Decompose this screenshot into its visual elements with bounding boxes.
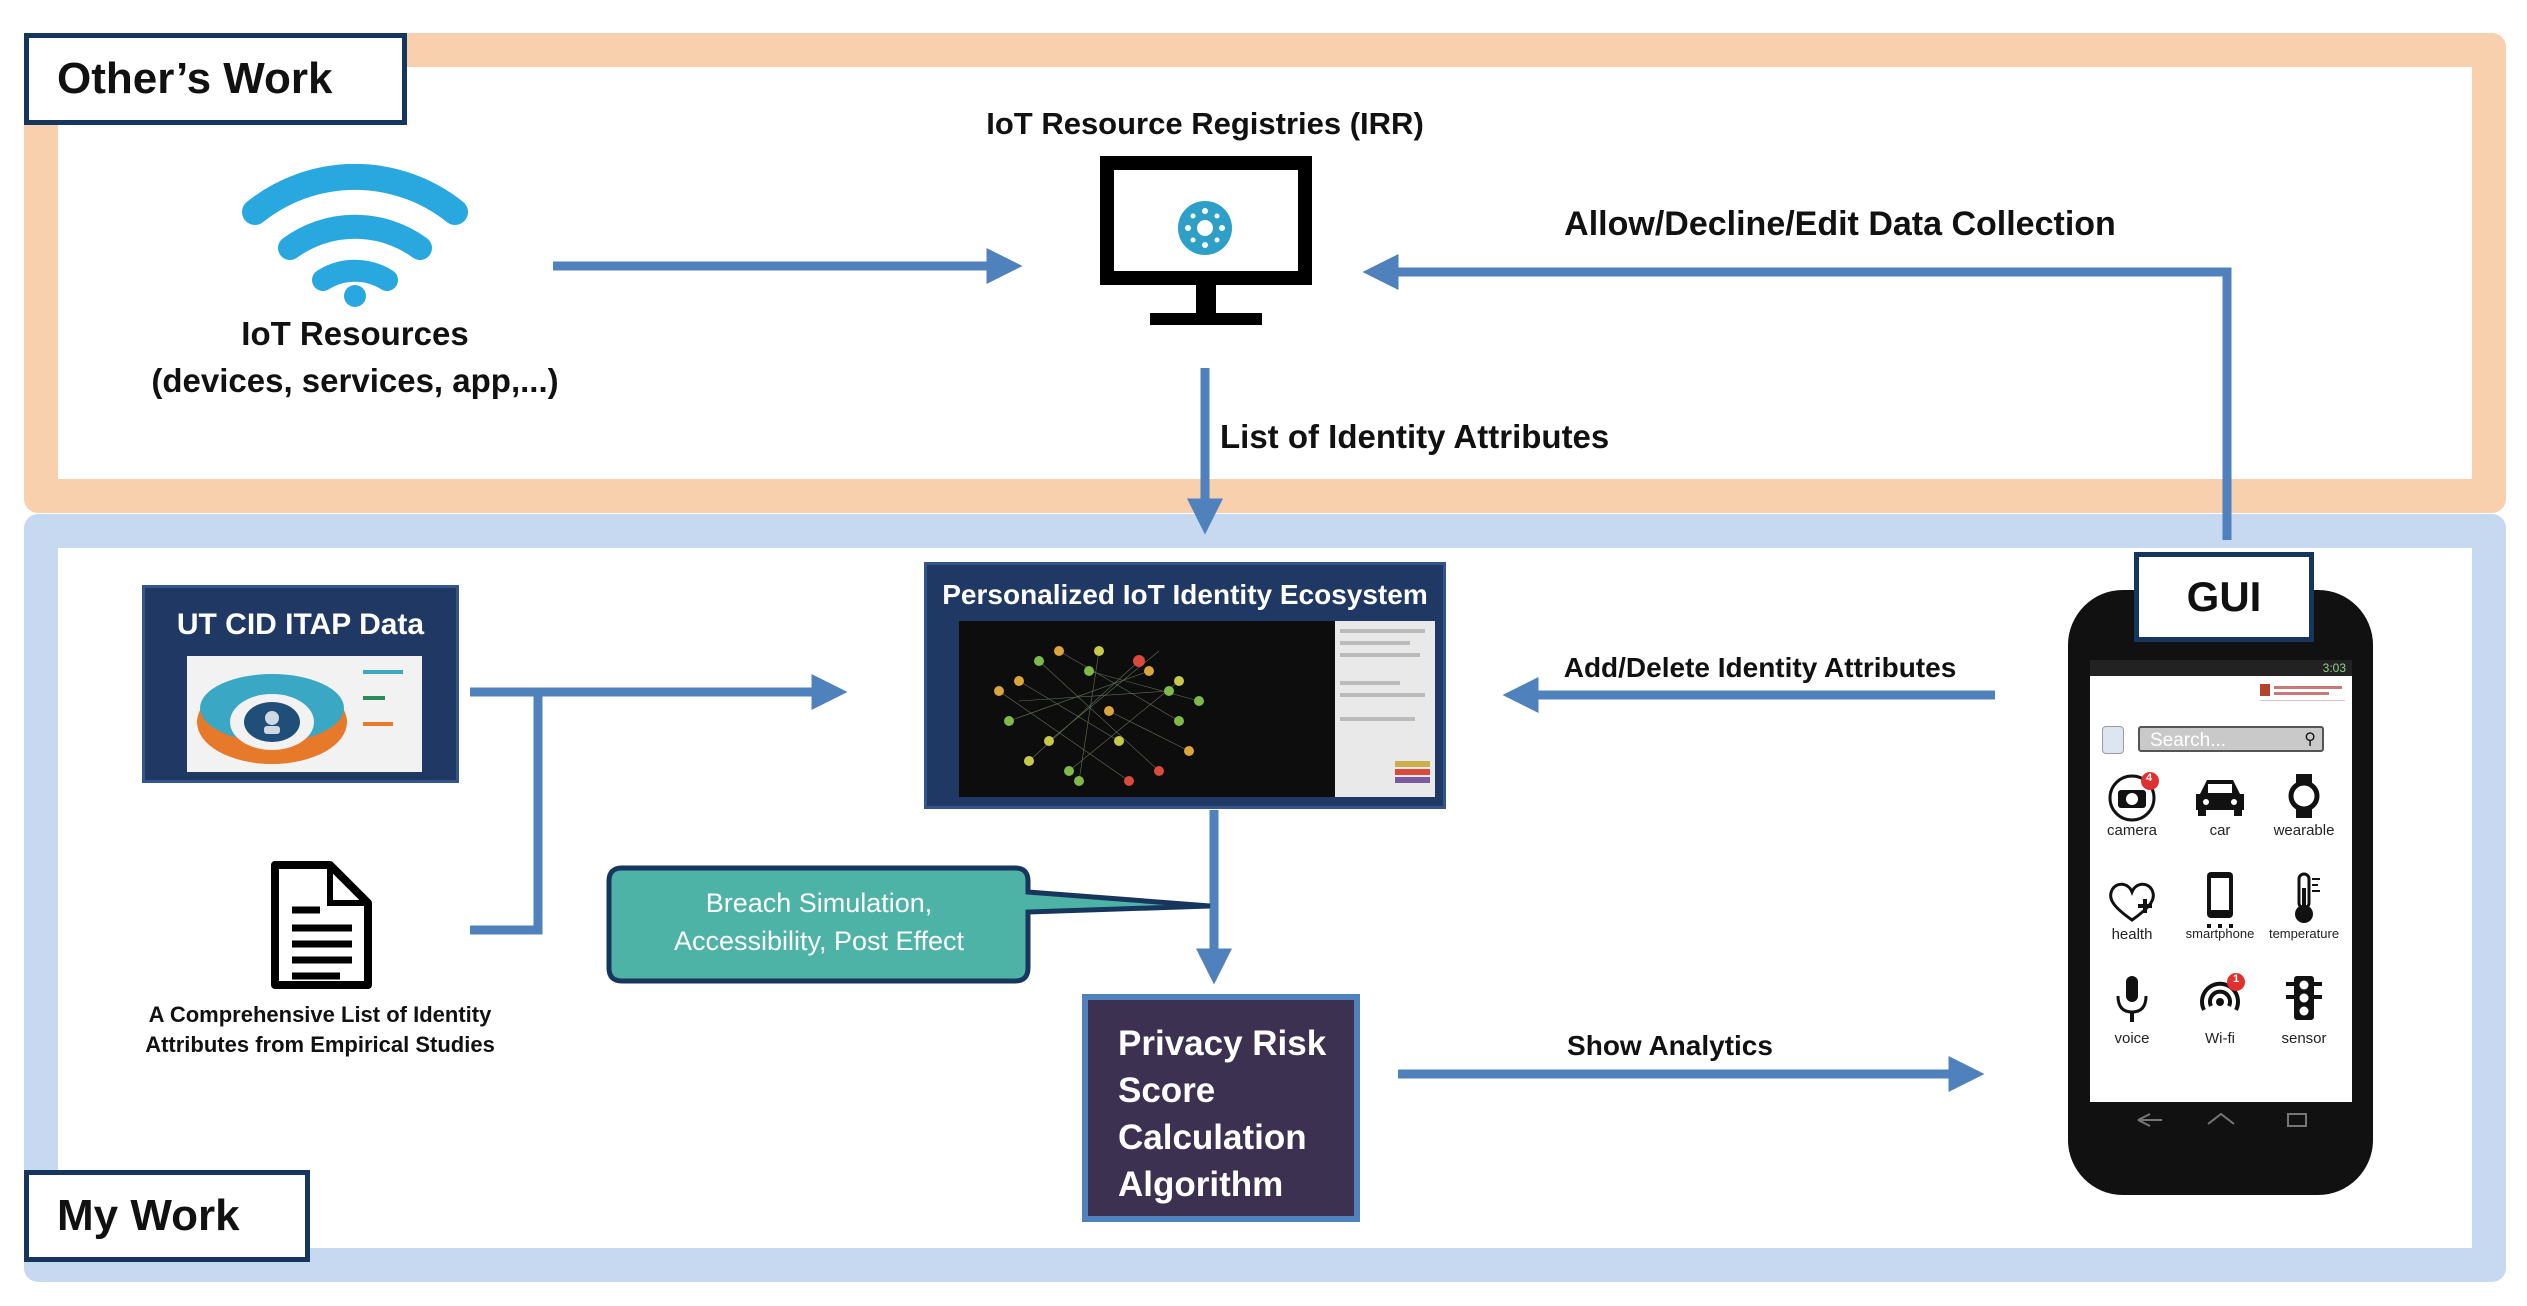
privacy-risk-box: Privacy Risk Score Calculation Algorithm: [1082, 994, 1360, 1222]
arrow-gui-to-irr: [1362, 254, 2232, 540]
privacy-line4: Algorithm: [1118, 1165, 1284, 1204]
watch-icon: [2288, 774, 2320, 818]
document-caption-line2: Attributes from Empirical Studies: [145, 1032, 495, 1057]
privacy-line2: Score: [1118, 1071, 1216, 1110]
app-voice-label: voice: [2114, 1030, 2150, 1047]
ecosystem-card: Personalized IoT Identity Ecosystem: [924, 562, 1446, 809]
smartphone-icon: [2207, 872, 2233, 928]
thermometer-icon: [2295, 872, 2320, 923]
app-wifi[interactable]: 1: [2190, 972, 2250, 1032]
others-work-label: Other’s Work: [24, 33, 407, 125]
camera-badge: 4: [2146, 772, 2153, 784]
callout-bubble: [606, 865, 1211, 984]
app-car-label: car: [2209, 822, 2231, 839]
ut-cid-title: UT CID ITAP Data: [176, 608, 425, 641]
app-voice[interactable]: [2102, 972, 2162, 1032]
app-temperature[interactable]: [2274, 870, 2334, 930]
app-camera[interactable]: 4: [2102, 772, 2162, 832]
search-icon[interactable]: ⚲: [2304, 731, 2316, 748]
menu-button[interactable]: [2102, 726, 2124, 754]
list-identity-label: List of Identity Attributes: [1220, 418, 1610, 455]
phone-time: 3:03: [2322, 661, 2346, 675]
iot-resources-title: IoT Resources: [241, 315, 469, 352]
wifi-badge: 1: [2233, 973, 2240, 985]
recent-apps-icon: [2287, 1113, 2307, 1127]
ut-cid-card: UT CID ITAP Data: [142, 585, 459, 783]
app-health-label: health: [2111, 926, 2153, 943]
camera-icon: [2108, 772, 2159, 822]
app-smartphone[interactable]: [2190, 870, 2250, 934]
app-sensor[interactable]: [2274, 972, 2334, 1032]
monitor-icon: [1100, 156, 1312, 325]
wifi-icon: [242, 163, 468, 291]
traffic-light-icon: [2286, 976, 2322, 1020]
home-icon: [2207, 1112, 2235, 1125]
callout-line2: Accessibility, Post Effect: [673, 926, 965, 956]
ut-cid-chart-thumb: [187, 656, 422, 772]
show-analytics-label: Show Analytics: [1567, 1030, 1773, 1061]
ecosystem-side-panel: [1335, 621, 1435, 797]
heart-plus-icon: [2109, 882, 2155, 922]
phone-status-bar: 3:03: [2090, 660, 2352, 676]
gui-label: GUI: [2134, 552, 2314, 642]
app-camera-label: camera: [2106, 822, 2158, 839]
connector-data-sources: [470, 687, 543, 935]
allow-decline-label: Allow/Decline/Edit Data Collection: [1564, 205, 2116, 243]
document-caption-line1: A Comprehensive List of Identity: [148, 1002, 492, 1027]
add-delete-label: Add/Delete Identity Attributes: [1563, 652, 1957, 683]
phone-header-logo: [2260, 682, 2345, 701]
ecosystem-title: Personalized IoT Identity Ecosystem: [942, 579, 1428, 610]
microphone-icon: [2116, 976, 2148, 1022]
privacy-line1: Privacy Risk: [1118, 1024, 1327, 1063]
phone-nav-bar: [2090, 1102, 2352, 1138]
app-temperature-label: temperature: [2268, 926, 2340, 941]
app-car[interactable]: [2190, 772, 2250, 822]
irr-title: IoT Resource Registries (IRR): [986, 106, 1424, 141]
app-wearable[interactable]: [2274, 772, 2334, 822]
car-icon: [2196, 780, 2244, 816]
app-wifi-label: Wi-fi: [2205, 1030, 2235, 1047]
wifi-signal-icon: [2200, 973, 2245, 1011]
my-work-label: My Work: [24, 1170, 310, 1262]
network-graph: [994, 646, 1204, 786]
search-box[interactable]: Search... ⚲: [2138, 726, 2324, 752]
back-icon: [2137, 1113, 2162, 1127]
privacy-line3: Calculation: [1118, 1118, 1307, 1157]
search-placeholder: Search...: [2150, 730, 2227, 751]
app-health[interactable]: [2102, 878, 2162, 928]
app-smartphone-label: smartphone: [2185, 926, 2255, 941]
callout-line1: Breach Simulation,: [705, 888, 933, 918]
document-icon: [271, 861, 372, 989]
wifi-dot: [344, 285, 366, 307]
ecosystem-graph-thumb: [959, 621, 1335, 797]
app-wearable-label: wearable: [2273, 822, 2335, 839]
iot-resources-subtitle: (devices, services, app,...): [151, 362, 559, 399]
app-sensor-label: sensor: [2281, 1030, 2327, 1047]
phone-screen: 3:03 Search... ⚲ 4 camera car: [2090, 660, 2352, 1102]
